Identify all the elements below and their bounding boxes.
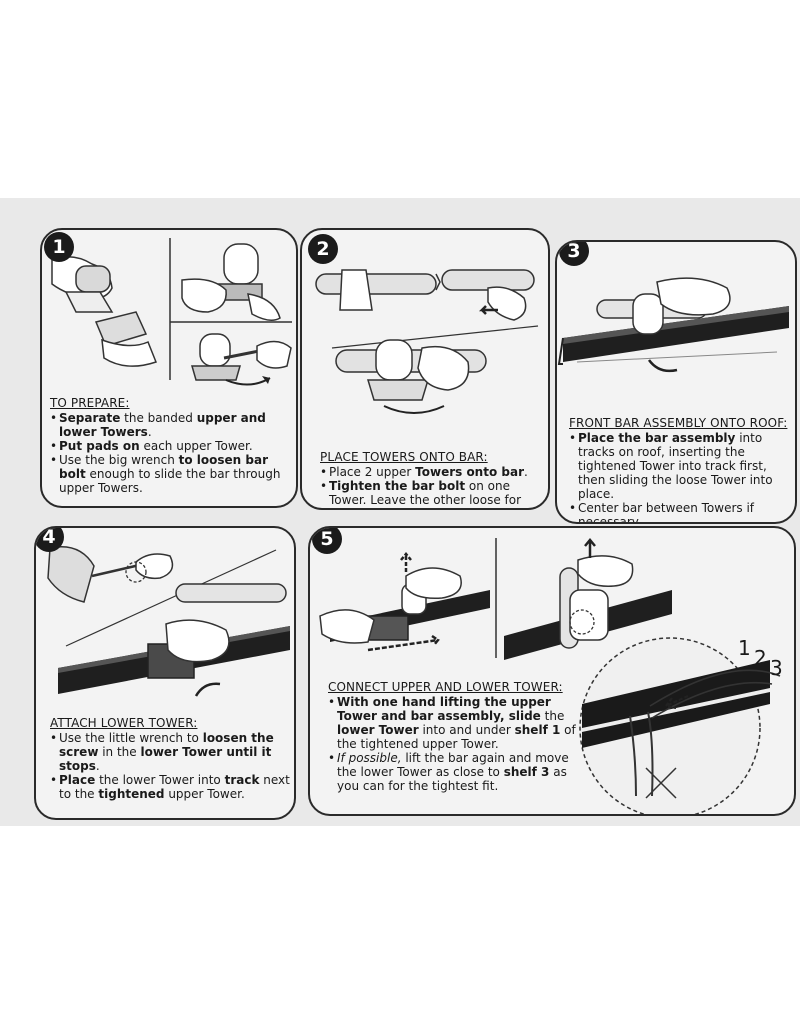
slide-arrow-icon	[478, 305, 498, 315]
bold-text: With one hand lifting the upper Tower an…	[337, 695, 551, 723]
text-run: Place 2 upper	[329, 465, 416, 479]
instruction-bullet: Use the little wrench to loosen the scre…	[50, 731, 290, 773]
step-number-badge: 2	[308, 234, 338, 264]
instruction-bullet: Separate the banded upper and lower Towe…	[50, 411, 288, 439]
instruction-bullet: Place 2 upper Towers onto bar.	[320, 465, 542, 479]
step-1-panel: 1 TO PREPARE: Separate the banded upper …	[40, 228, 298, 508]
bold-text: loosen the screw	[59, 731, 274, 759]
text-run: .	[95, 759, 100, 773]
bold-text: shelf 3	[503, 765, 550, 779]
bold-text: Put pads on	[59, 439, 140, 453]
instruction-bullet: Place the lower Tower into track next to…	[50, 773, 290, 801]
text-run: lift the bar again and move the lower To…	[337, 751, 569, 779]
step-heading: ATTACH LOWER TOWER:	[50, 716, 198, 730]
step-heading: TO PREPARE:	[50, 396, 130, 410]
step-4-text: ATTACH LOWER TOWER: Use the little wrenc…	[50, 716, 290, 801]
text-run: in the	[98, 745, 141, 759]
bold-text: shelf 1	[514, 723, 561, 737]
step-heading: CONNECT UPPER AND LOWER TOWER:	[328, 680, 563, 694]
text-run: into and under	[418, 723, 515, 737]
instruction-bullet: Put pads on each upper Tower.	[50, 439, 288, 453]
text-run: Use the big wrench	[59, 453, 179, 467]
bold-text: Place	[59, 773, 96, 787]
instruction-bullet: Use the big wrench to loosen bar bolt en…	[50, 453, 288, 495]
instruction-bullet: If possible, lift the bar again and move…	[328, 751, 578, 793]
step-1-text: TO PREPARE: Separate the banded upper an…	[50, 396, 288, 495]
rotate-arrow-icon	[383, 405, 445, 414]
step-5-text: CONNECT UPPER AND LOWER TOWER: With one …	[328, 680, 578, 793]
step-number-badge: 3	[559, 242, 589, 266]
text-run: as you can for the tightest fit.	[337, 765, 567, 793]
text-run: next to the	[59, 773, 290, 801]
text-run: the lower Tower into	[95, 773, 225, 787]
step-heading: FRONT BAR ASSEMBLY ONTO ROOF:	[569, 416, 788, 430]
instruction-bullet: With one hand lifting the upper Tower an…	[328, 695, 578, 751]
bold-text: Tighten the bar bolt	[329, 479, 466, 493]
text-run: upper Tower.	[164, 787, 245, 801]
instruction-sheet: 1 TO PREPARE: Separate the banded upper …	[0, 198, 800, 826]
step-3-panel: 3 FRONT BAR ASSEMBLY ONTO ROOF: Place th…	[555, 240, 797, 524]
text-run: into tracks on roof, inserting the tight…	[578, 431, 773, 501]
text-run: the	[540, 709, 565, 723]
shelf-label: 2	[754, 646, 767, 670]
instruction-bullet: Place the bar assembly into tracks on ro…	[569, 431, 791, 501]
bold-text: Separate	[59, 411, 121, 425]
instruction-bullet: Center bar between Towers if necessary.	[569, 501, 791, 524]
slide-arrow-icon	[367, 634, 440, 652]
rotate-arrow-icon	[647, 359, 678, 373]
bold-text: lower Tower	[337, 723, 419, 737]
step-number-badge: 4	[36, 528, 64, 552]
step-4-illustration	[47, 546, 290, 697]
step-2-panel: 2 PLACE TOWERS ONTO BAR: Place 2 upper T…	[300, 228, 550, 510]
text-run: on one Tower. Leave the other loose for …	[329, 479, 522, 508]
step-heading: PLACE TOWERS ONTO BAR:	[320, 450, 488, 464]
text-run: the banded	[120, 411, 197, 425]
bold-text: upper and lower Towers	[59, 411, 266, 439]
up-arrow-icon	[584, 538, 596, 558]
rotate-arrow-icon	[194, 682, 221, 697]
up-arrow-icon	[400, 552, 412, 572]
italic-text: If possible,	[337, 751, 402, 765]
step-5-illustration	[319, 538, 781, 814]
text-run: .	[147, 425, 152, 439]
instruction-bullet: Tighten the bar bolt on one Tower. Leave…	[320, 479, 542, 508]
bold-text: tightened	[98, 787, 165, 801]
step-5-panel: 5 1 2 3 CONNECT UPPER AND LOWER TOWER: W…	[308, 526, 796, 816]
shelf-labels: 1 2 3	[738, 636, 794, 696]
bold-text: Place the bar assembly	[578, 431, 736, 445]
step-number-badge: 1	[44, 232, 74, 262]
step-1-illustration	[51, 238, 292, 386]
step-3-illustration	[557, 277, 789, 373]
bold-text: to loosen bar bolt	[59, 453, 268, 481]
step-3-text: FRONT BAR ASSEMBLY ONTO ROOF: Place the …	[569, 416, 791, 524]
bold-text: Towers onto bar	[415, 465, 524, 479]
step-number-badge: 5	[312, 528, 342, 554]
slide-arrow-icon	[664, 694, 689, 710]
text-run: Use the little wrench to	[59, 731, 203, 745]
bold-text: lower Tower until it stops	[59, 745, 272, 773]
step-4-panel: 4 ATTACH LOWER TOWER: Use the little wre…	[34, 526, 296, 820]
text-run: each upper Tower.	[139, 439, 253, 453]
text-run: .	[524, 465, 528, 479]
text-run: enough to slide the bar through upper To…	[59, 467, 281, 495]
shelf-label: 1	[738, 636, 751, 660]
shelf-label: 3	[770, 656, 783, 680]
step-2-illustration	[315, 269, 539, 414]
text-run: Center bar between Towers if necessary.	[578, 501, 755, 524]
bold-text: track	[224, 773, 260, 787]
text-run: of the tightened upper Tower.	[337, 723, 576, 751]
step-2-text: PLACE TOWERS ONTO BAR: Place 2 upper Tow…	[320, 450, 542, 508]
